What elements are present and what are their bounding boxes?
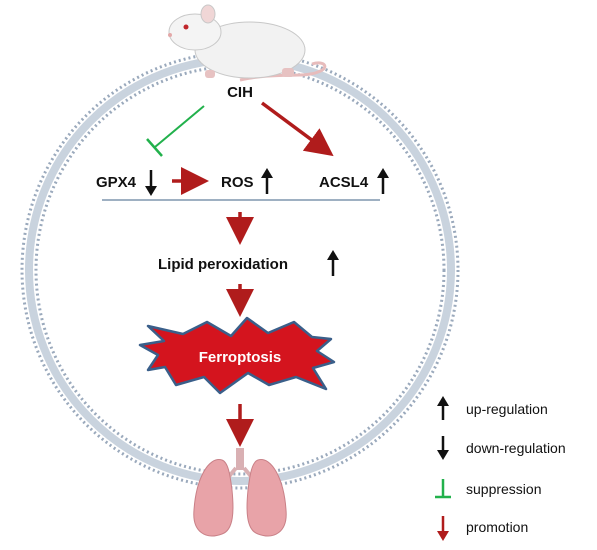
ferroptosis-label: Ferroptosis	[199, 349, 282, 366]
cih-label: CIH	[227, 84, 253, 101]
legend-promotion-label: promotion	[466, 519, 528, 535]
gpx4-down-arrow-icon	[145, 170, 157, 196]
acsl4-up-arrow-icon	[377, 168, 389, 194]
legend-up-arrow-icon	[437, 396, 449, 420]
ferroptosis-shape	[138, 316, 336, 395]
lipid-peroxidation-label: Lipid peroxidation	[158, 256, 288, 273]
rat-icon	[168, 4, 327, 82]
lipid-up-arrow-icon	[327, 250, 339, 276]
gpx4-label: GPX4	[96, 174, 137, 191]
promotion-arrow-cih-acsl4	[260, 101, 334, 157]
legend-suppression-icon	[435, 479, 451, 499]
acsl4-label: ACSL4	[319, 174, 369, 191]
lungs-icon	[193, 448, 287, 537]
ros-label: ROS	[221, 174, 254, 191]
legend-down-arrow-icon	[437, 436, 449, 460]
ros-up-arrow-icon	[261, 168, 273, 194]
suppression-arrow-cih-gpx4	[146, 105, 205, 157]
legend: up-regulation down-regulation suppressio…	[435, 396, 566, 541]
legend-up-label: up-regulation	[466, 401, 548, 417]
legend-suppression-label: suppression	[466, 481, 542, 497]
legend-promotion-icon	[437, 516, 449, 541]
legend-down-label: down-regulation	[466, 440, 566, 456]
